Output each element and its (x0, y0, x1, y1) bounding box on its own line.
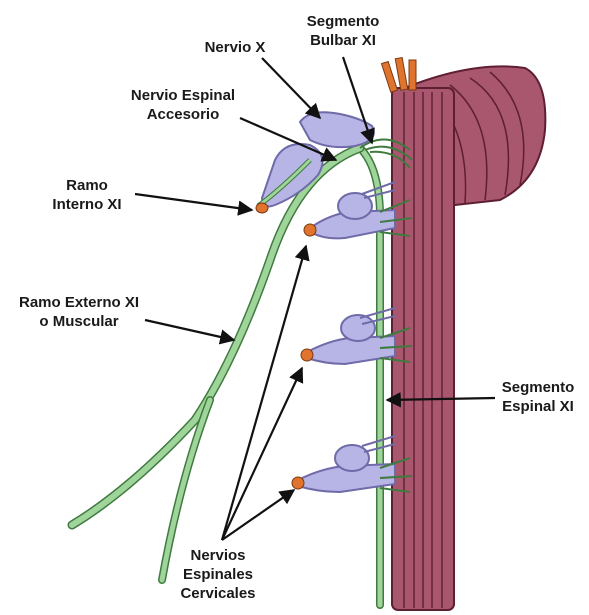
label-nervios-espinales-line2: Espinales (168, 565, 268, 584)
spinal-cord (392, 88, 454, 610)
label-nervio-espinal: Nervio Espinal Accesorio (108, 86, 258, 124)
arrow-cervical-1 (222, 246, 306, 540)
label-segmento-bulbar-line2: Bulbar XI (293, 31, 393, 50)
label-ramo-externo: Ramo Externo XI o Muscular (4, 293, 154, 331)
label-nervio-x: Nervio X (190, 38, 280, 57)
label-segmento-espinal: Segmento Espinal XI (488, 378, 588, 416)
label-nervio-espinal-line2: Accesorio (108, 105, 258, 124)
label-segmento-espinal-line1: Segmento (488, 378, 588, 397)
label-segmento-espinal-line2: Espinal XI (488, 397, 588, 416)
label-ramo-interno: Ramo Interno XI (42, 176, 132, 214)
arrow-ramo-interno (135, 194, 252, 210)
label-nervios-espinales: Nervios Espinales Cervicales (168, 546, 268, 603)
label-nervios-espinales-line3: Cervicales (168, 584, 268, 603)
label-ramo-externo-line2: o Muscular (4, 312, 154, 331)
label-ramo-interno-line1: Ramo (42, 176, 132, 195)
label-segmento-bulbar-line1: Segmento (293, 12, 393, 31)
arrow-nervio-x (262, 58, 320, 118)
label-nervio-espinal-line1: Nervio Espinal (108, 86, 258, 105)
label-nervios-espinales-line1: Nervios (168, 546, 268, 565)
label-ramo-interno-line2: Interno XI (42, 195, 132, 214)
label-nervio-x-text: Nervio X (190, 38, 280, 57)
label-ramo-externo-line1: Ramo Externo XI (4, 293, 154, 312)
cut-rootlets (382, 58, 416, 93)
arrow-cervical-2 (222, 368, 302, 540)
arrow-ramo-externo (145, 320, 234, 340)
label-segmento-bulbar: Segmento Bulbar XI (293, 12, 393, 50)
